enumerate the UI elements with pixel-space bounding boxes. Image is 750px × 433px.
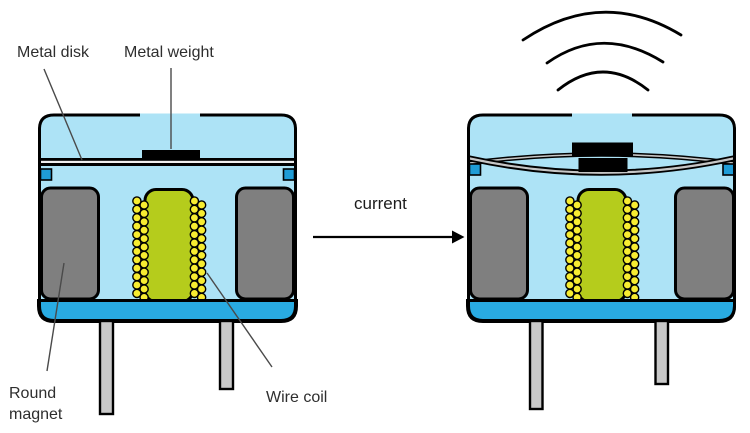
coil-wire-dot xyxy=(132,288,142,299)
metal-weight-lower xyxy=(578,158,628,172)
sound-waves-icon xyxy=(521,10,683,92)
metal-disk-flex-down-sheen xyxy=(468,157,735,174)
wire-coil-winding xyxy=(189,196,207,303)
coil-wire-dot xyxy=(565,288,575,299)
housing-outline xyxy=(467,113,736,322)
coil-core xyxy=(143,188,195,303)
metal-disk-highlight xyxy=(40,160,295,163)
wire-coil-winding xyxy=(565,196,582,303)
metal-disk-leader xyxy=(43,68,83,161)
metal-weight-label: Metal weight xyxy=(124,44,214,61)
buzzer-vibrating xyxy=(466,113,736,411)
pin-right xyxy=(654,319,670,386)
housing-outline xyxy=(38,113,297,322)
pin-right xyxy=(218,319,235,391)
wire-coil-leader xyxy=(206,272,273,368)
terminal-block-right xyxy=(722,163,735,176)
coil-wire-dot xyxy=(622,288,633,299)
terminal-block-left xyxy=(468,163,482,176)
round-magnet-right xyxy=(674,186,735,301)
pin-left xyxy=(98,319,115,416)
round-magnet-label: Round magnet xyxy=(9,385,63,424)
leader-lines xyxy=(43,68,273,372)
wire-coil-winding xyxy=(132,196,149,303)
round-magnet-leader xyxy=(46,262,65,372)
terminal-block-left xyxy=(39,168,53,181)
buzzer-at-rest xyxy=(37,113,298,416)
metal-weight-upper xyxy=(572,142,633,156)
round-magnet-left xyxy=(40,186,100,301)
pin-left xyxy=(528,319,544,411)
round-magnet-left xyxy=(469,186,529,301)
current-arrow-icon xyxy=(313,230,465,244)
terminal-block-right xyxy=(282,168,296,181)
current-label: current xyxy=(354,194,407,213)
coil-wire-dot xyxy=(189,288,200,299)
base xyxy=(37,299,298,323)
metal-weight xyxy=(142,150,200,159)
base xyxy=(466,299,736,323)
wire-coil-label: Wire coil xyxy=(266,389,328,406)
coil-core xyxy=(576,188,628,303)
metal-disk-label: Metal disk xyxy=(17,44,90,61)
wire-coil-winding xyxy=(622,196,640,303)
round-magnet-right xyxy=(235,186,295,301)
